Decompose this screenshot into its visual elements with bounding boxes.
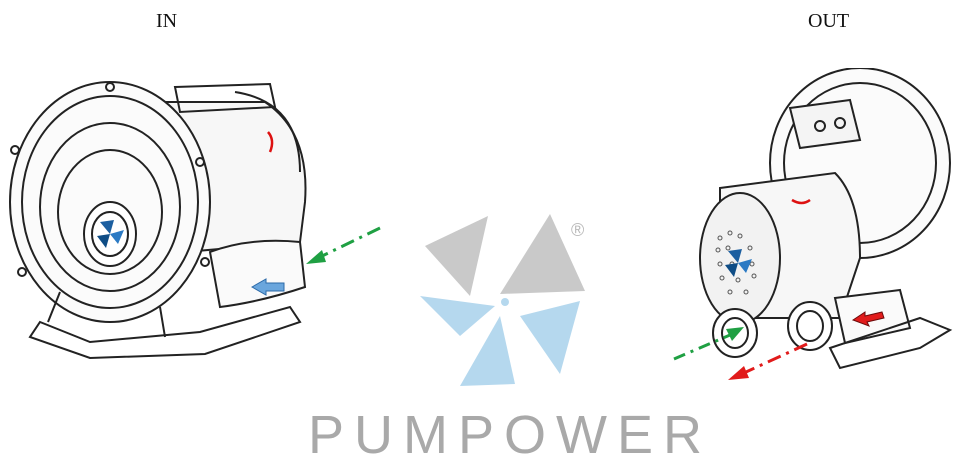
brand-wordmark: PUMPOWER: [308, 404, 668, 466]
registered-mark: ®: [571, 220, 584, 241]
in-label: IN: [156, 10, 177, 33]
inlet-arrow-icon: [300, 222, 390, 272]
blower-in-illustration: [0, 62, 400, 362]
pumpower-fan-logo: [400, 196, 600, 386]
outlet-arrow-icon: [722, 340, 812, 385]
out-label: OUT: [808, 10, 849, 33]
